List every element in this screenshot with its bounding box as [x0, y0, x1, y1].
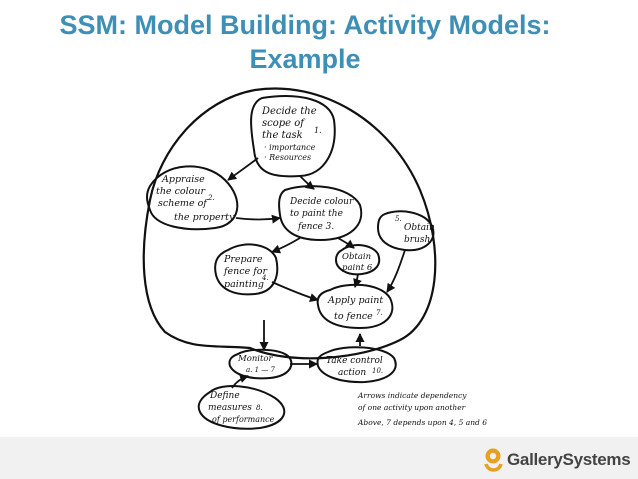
svg-text:the property: the property [174, 212, 235, 223]
activity-1-shape [250, 95, 336, 178]
arrow-2-to-3 [235, 214, 281, 224]
svg-text:1.: 1. [314, 126, 322, 135]
activity-6-text: Obtain paint 6. [342, 252, 375, 273]
svg-text:10.: 10. [372, 367, 383, 375]
activity-1-text: Decide the scope of the task 1. · import… [261, 106, 322, 162]
svg-text:Define: Define [209, 391, 240, 401]
activity-4-shape [214, 243, 279, 296]
activity-9-text: Monitor a. 1 — 7 [237, 354, 276, 374]
arrow-4-to-7 [271, 281, 319, 302]
svg-text:of one activity upon another: of one activity upon another [358, 403, 466, 412]
dependency-note: Arrows indicate dependency of one activi… [357, 391, 487, 427]
activity-9-shape [228, 348, 293, 380]
slide-title-line2: Example [249, 44, 361, 74]
arrow-1-to-3 [299, 175, 315, 190]
activity-7-text: Apply paint to fence 7. [327, 295, 383, 322]
svg-text:Above, 7 depends upon 4, 5 and: Above, 7 depends upon 4, 5 and 6 [357, 418, 487, 427]
svg-text:Monitor: Monitor [237, 354, 274, 364]
activity-10-text: Take control action 10. [326, 356, 383, 378]
svg-text:Obtain: Obtain [404, 223, 435, 233]
svg-text:of performance: of performance [212, 415, 275, 424]
svg-text:Appraise: Appraise [161, 174, 205, 185]
svg-text:a. 1 — 7: a. 1 — 7 [246, 366, 276, 374]
arrow-1-to-2 [227, 157, 259, 181]
footer-bar [0, 437, 638, 479]
activity-8-shape [197, 385, 286, 430]
svg-text:measures: measures [208, 403, 252, 413]
svg-text:scope of: scope of [262, 118, 306, 129]
svg-text:Apply paint: Apply paint [327, 295, 383, 306]
brand-name: GallerySystems [507, 450, 631, 469]
svg-text:paint 6.: paint 6. [342, 263, 375, 273]
svg-text:the colour: the colour [156, 186, 206, 197]
svg-text:2.: 2. [207, 194, 215, 202]
svg-text:the task: the task [262, 130, 303, 141]
arrow-5-to-7 [386, 249, 406, 293]
svg-text:painting: painting [224, 279, 264, 290]
svg-text:to paint the: to paint the [290, 209, 343, 219]
arrow-3-to-4 [271, 237, 301, 254]
svg-text:scheme of: scheme of [158, 198, 208, 209]
activity-5-text: 5. Obtain brush [395, 215, 435, 245]
activity-8-text: Define measures 8. of performance [208, 391, 275, 424]
system-boundary [142, 87, 437, 360]
g-logo-icon [484, 448, 503, 472]
svg-text:Decide the: Decide the [261, 106, 317, 117]
arrow-3-to-6 [337, 237, 355, 249]
activity-2-shape [146, 165, 239, 231]
gallery-systems-logo: GallerySystems [482, 447, 631, 473]
arrow-8-to-9 [231, 374, 249, 389]
svg-text:Prepare: Prepare [223, 254, 263, 265]
svg-text:8.: 8. [256, 404, 263, 412]
activity-6-shape [334, 244, 381, 276]
svg-text:7.: 7. [376, 309, 383, 317]
activity-3-text: Decide colour to paint the fence 3. [289, 197, 354, 232]
svg-text:to fence: to fence [334, 311, 373, 322]
slide-title-line1: SSM: Model Building: Activity Models: [59, 10, 551, 40]
svg-text:action: action [338, 368, 366, 378]
svg-text:· importance: · importance [264, 143, 316, 152]
svg-text:4.: 4. [261, 274, 269, 282]
svg-text:fence 3.: fence 3. [297, 222, 334, 232]
svg-text:Arrows indicate dependency: Arrows indicate dependency [357, 391, 467, 400]
activity-3-shape [278, 185, 363, 242]
activity-4-text: Prepare fence for painting 4. [223, 254, 269, 290]
svg-text:Decide colour: Decide colour [289, 197, 354, 207]
activity-2-text: Appraise the colour scheme of the proper… [156, 174, 235, 223]
svg-text:Obtain: Obtain [342, 252, 371, 262]
arrow-6-to-7 [353, 273, 362, 288]
svg-text:brush: brush [404, 235, 430, 245]
svg-text:· Resources: · Resources [264, 153, 311, 162]
svg-text:5.: 5. [395, 215, 402, 223]
svg-text:fence for: fence for [223, 266, 268, 277]
svg-text:Take control: Take control [326, 356, 383, 366]
